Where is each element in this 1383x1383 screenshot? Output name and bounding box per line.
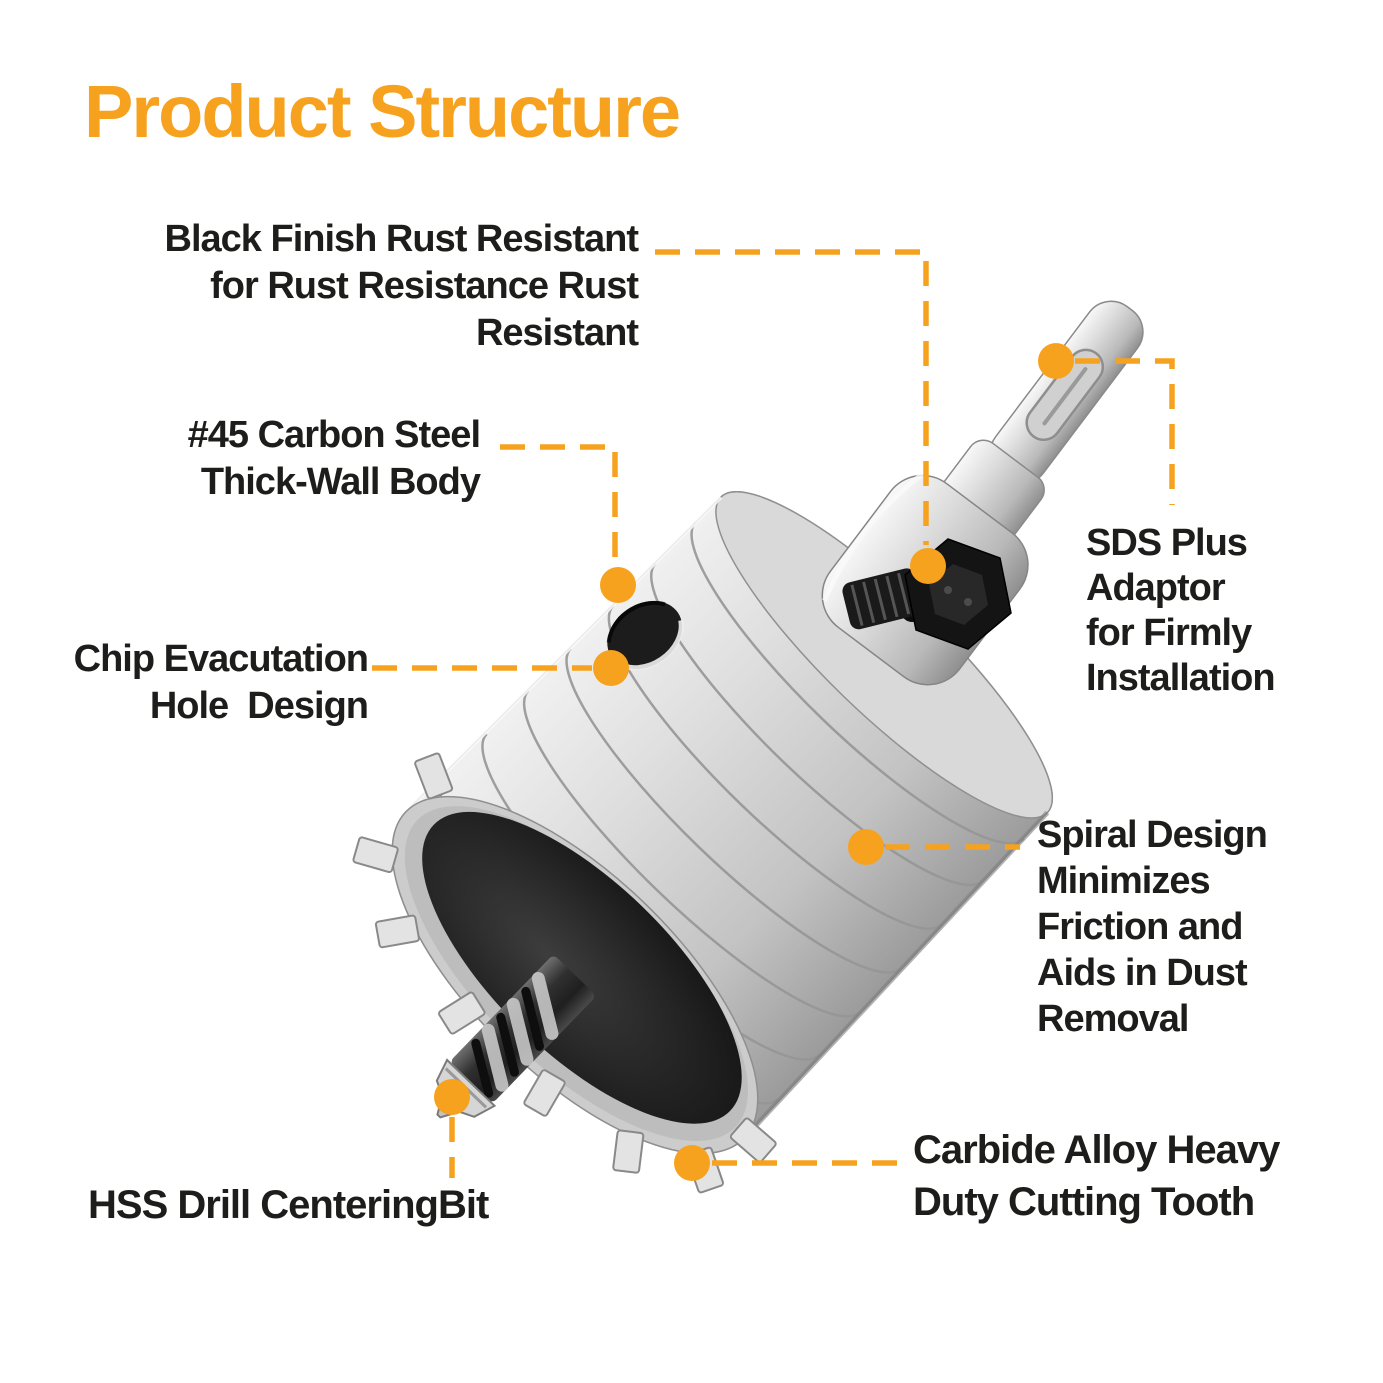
label-carbon-steel: #45 Carbon Steel Thick-Wall Body: [140, 412, 481, 506]
page-title: Product Structure: [84, 70, 681, 153]
dot-carbon-steel: [600, 567, 636, 603]
label-line: HSS Drill CenteringBit: [88, 1183, 489, 1227]
bolt-head-facet: [929, 564, 988, 625]
label-line: Adaptor: [1086, 567, 1226, 609]
tooth: [612, 1129, 645, 1174]
dot-spiral: [848, 829, 884, 865]
bolt-threaded-stud: [842, 568, 924, 630]
label-line: Removal: [1037, 998, 1189, 1040]
tooth: [374, 914, 420, 949]
tooth: [414, 752, 454, 800]
label-line: SDS Plus: [1086, 522, 1248, 564]
label-line: Minimizes: [1037, 860, 1211, 902]
tooth: [352, 836, 399, 874]
dot-hss: [434, 1079, 470, 1115]
leader-carbon-steel: [500, 444, 618, 565]
body-bottom-shade: [742, 810, 1050, 1140]
label-carbide-tooth: Carbide Alloy Heavy Duty Cutting Tooth: [913, 1124, 1280, 1228]
body-top-highlight: [404, 495, 723, 814]
tooth: [729, 1117, 777, 1163]
tooth: [523, 1069, 566, 1117]
cup-interior: [422, 811, 742, 1124]
dot-chip-hole: [593, 650, 629, 686]
tooth: [438, 991, 486, 1035]
dot-carbide: [674, 1145, 710, 1181]
collar-highlight: [822, 472, 924, 602]
callout-dots: [434, 343, 1074, 1181]
label-line: Friction and: [1037, 906, 1243, 948]
label-black-finish: Black Finish Rust Resistant for Rust Res…: [120, 216, 639, 357]
label-line: Hole Design: [149, 685, 369, 727]
label-sds-plus-adaptor: SDS Plus Adaptor for Firmly Installation: [1086, 521, 1276, 701]
label-line: Resistant: [475, 312, 639, 354]
label-line: Thick-Wall Body: [200, 461, 481, 503]
label-line: Aids in Dust: [1037, 952, 1248, 994]
drill-twist-flutes: [471, 971, 559, 1098]
leader-sds-plus: [1075, 358, 1175, 505]
label-line: Installation: [1086, 657, 1276, 699]
label-line: #45 Carbon Steel: [187, 414, 481, 456]
sds-slot-line: [1042, 367, 1088, 426]
label-line: Duty Cutting Tooth: [913, 1180, 1255, 1224]
label-line: Chip Evacutation: [73, 638, 369, 680]
label-hss-drill-bit: HSS Drill CenteringBit: [88, 1182, 489, 1229]
callout-lines: [372, 249, 1175, 1178]
label-spiral-design: Spiral Design Minimizes Friction and Aid…: [1037, 812, 1268, 1042]
label-chip-evacuation-hole: Chip Evacutation Hole Design: [60, 636, 369, 730]
leader-black-finish: [655, 249, 929, 545]
label-line: for Rust Resistance Rust: [210, 265, 639, 307]
label-line: Carbide Alloy Heavy: [913, 1128, 1280, 1172]
dot-black-finish: [910, 548, 946, 584]
label-line: Black Finish Rust Resistant: [164, 218, 639, 260]
label-line: for Firmly: [1086, 612, 1252, 654]
dot-sds-plus: [1038, 343, 1074, 379]
label-line: Spiral Design: [1037, 814, 1268, 856]
